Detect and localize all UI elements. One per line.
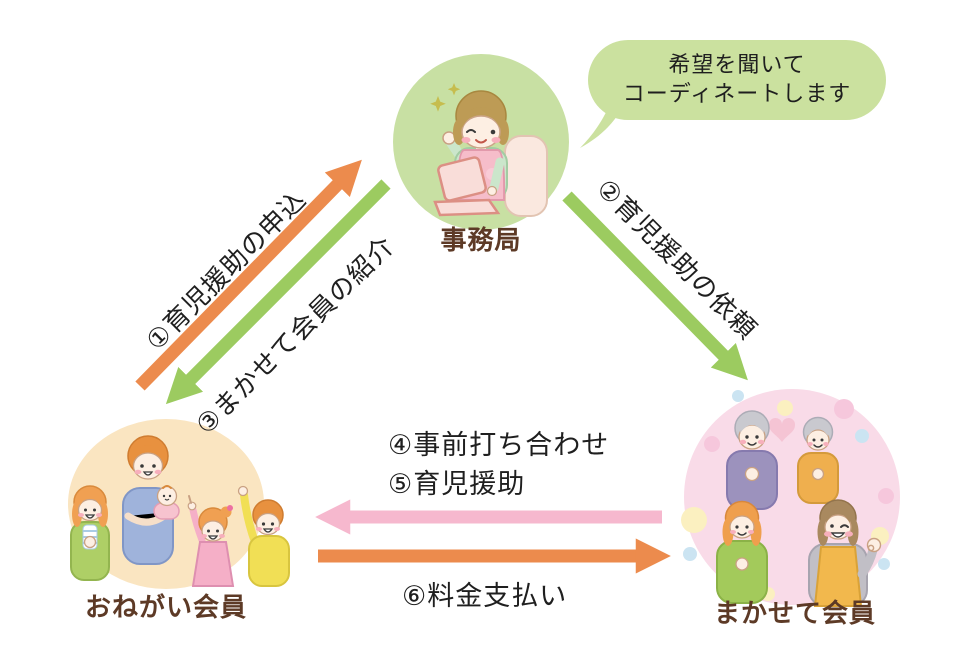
arrow-support-label: ④事前打ち合わせ ⑤育児援助 [388,426,609,504]
onegai-family-icon [68,419,290,589]
speech-bubble-line1: 希望を聞いて [668,53,806,78]
arrow-request-label: ②育児援助の依頼 [590,173,763,346]
speech-bubble: 希望を聞いて コーディネートします [588,40,886,120]
office-label: 事務局 [440,226,522,256]
heart-icon [768,417,796,442]
sparkle-icon [447,83,461,96]
laptop-icon [437,156,487,202]
speech-bubble-line2: コーディネートします [622,82,852,107]
arrow-support-line2: ⑤育児援助 [388,469,526,500]
arrow-payment-label: ⑥料金支払い [402,581,568,612]
arrow-apply [135,159,362,391]
chair [504,135,548,217]
hair-bow [227,505,233,511]
makasete-label: まかせて会員 [713,599,876,629]
makasete-members-icon [681,389,900,607]
office-woman-at-laptop-icon [393,54,569,230]
onegai-label: おねがい会員 [84,593,247,623]
arrow-support-line1: ④事前打ち合わせ [388,430,610,461]
apron [813,546,863,607]
ok-sign [867,544,875,552]
sparkle-icon [430,96,446,112]
